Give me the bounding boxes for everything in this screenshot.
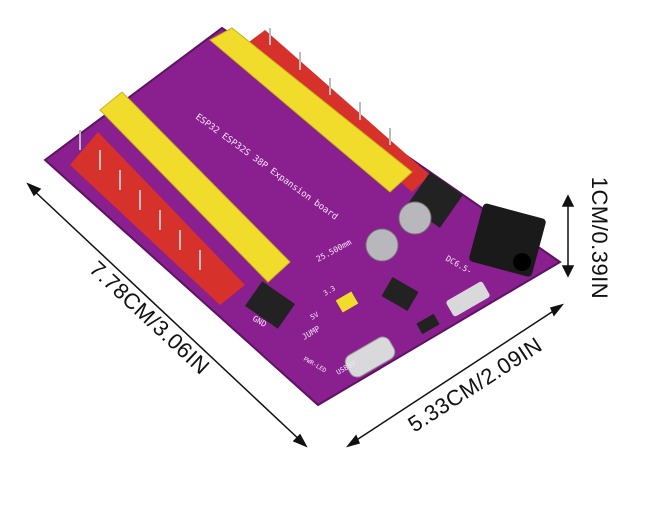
pcb-board — [43, 26, 562, 407]
capacitor — [365, 228, 399, 262]
jumper — [335, 291, 359, 313]
micro-usb-port — [446, 281, 490, 317]
dc-jack-hole — [513, 253, 531, 271]
left-header-yellow — [99, 91, 291, 283]
left-header-red-pins — [70, 132, 245, 305]
usb-c-port — [344, 336, 396, 378]
header-pins — [79, 28, 391, 270]
height-dimension-label: 1CM/0.39IN — [587, 176, 613, 300]
jumper-5v-label: 5V — [309, 310, 321, 322]
voltage-regulator — [381, 276, 419, 312]
dimension-arrows — [26, 182, 575, 448]
gnd-pin-header — [245, 281, 295, 329]
top-header-yellow — [209, 27, 413, 193]
capacitor — [398, 201, 432, 235]
diode — [416, 313, 440, 335]
